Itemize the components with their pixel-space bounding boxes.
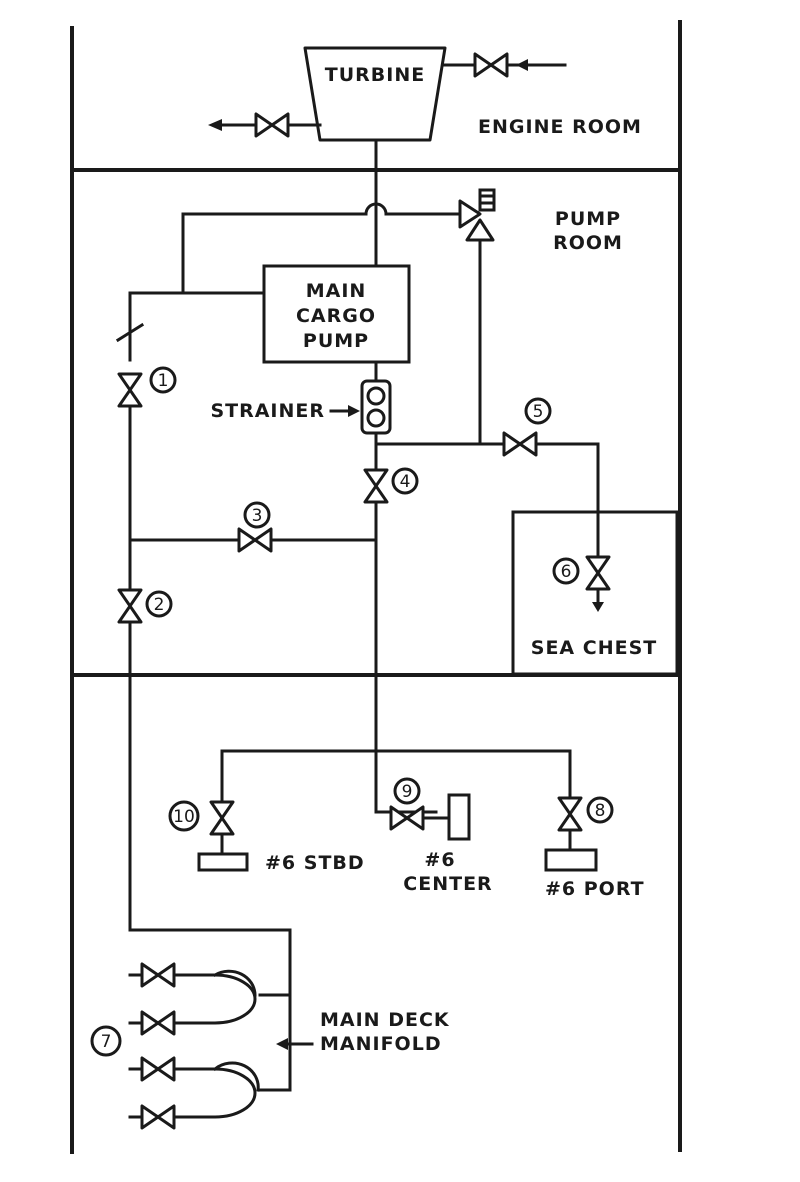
main-deck-manifold: 7 MAIN DECK MANIFOLD: [90, 928, 450, 1130]
exhaust-arrow: [208, 119, 222, 131]
svg-text:10: 10: [173, 807, 195, 827]
manifold-valve-4: [140, 1104, 176, 1130]
turbine-label: TURBINE: [325, 64, 425, 86]
cargo-tank-section: 10 #6 STBD 9 #6 CENTER 8 #6 PORT: [168, 749, 645, 900]
valve-4: [363, 468, 389, 504]
valve-2-tag: [145, 590, 173, 618]
tank-6-center-label-2: CENTER: [403, 873, 492, 895]
svg-text:5: 5: [533, 402, 544, 422]
valve-10: [209, 800, 235, 836]
manifold-valve-1: [140, 962, 176, 988]
valve-8-tag: [586, 796, 614, 824]
control-valve-actuator: [478, 188, 496, 212]
valve-7-tag: [90, 1025, 122, 1057]
valve-6-tag: [552, 557, 580, 585]
sea-chest-label: SEA CHEST: [531, 637, 657, 659]
tank-6-stbd-suction: [197, 852, 249, 872]
manifold-valve-3: [140, 1056, 176, 1082]
valve-1: [117, 372, 143, 408]
pump-room-label-2: ROOM: [553, 232, 623, 254]
valve-4-tag: [391, 467, 419, 495]
turbine: [303, 46, 447, 142]
pump-label-2: CARGO: [296, 305, 376, 327]
valve-9: [389, 805, 425, 831]
valve-2: [117, 588, 143, 624]
valve-10-tag: [168, 800, 200, 832]
pump-room: PUMP ROOM MAIN CARGO PUMP 1 STRAINER: [115, 138, 657, 932]
sea-chest-box: [511, 510, 679, 676]
svg-text:8: 8: [595, 801, 606, 821]
manifold-label-1: MAIN DECK: [320, 1009, 450, 1031]
valve-9-tag: [393, 777, 421, 805]
valve-8: [557, 796, 583, 832]
pump-label-3: PUMP: [303, 330, 369, 352]
engine-room-label: ENGINE ROOM: [478, 116, 642, 138]
valve-3-tag: [243, 501, 271, 529]
compartment-walls: [70, 20, 682, 1154]
tank-6-port-label: #6 PORT: [545, 878, 645, 900]
svg-text:7: 7: [101, 1032, 112, 1052]
tank-6-stbd-label: #6 STBD: [265, 852, 365, 874]
engine-room: TURBINE ENGINE ROOM: [208, 46, 642, 142]
control-valve: [458, 199, 482, 229]
svg-text:1: 1: [158, 371, 169, 391]
valve-5-tag: [524, 397, 552, 425]
strainer-label: STRAINER: [210, 400, 325, 422]
manifold-valve-2: [140, 1010, 176, 1036]
inlet-arrow: [516, 59, 528, 71]
svg-text:6: 6: [561, 562, 572, 582]
svg-text:4: 4: [400, 472, 411, 492]
valve-3: [237, 527, 273, 553]
pump-room-label-1: PUMP: [555, 208, 621, 230]
control-valve-lower: [465, 218, 495, 242]
main-cargo-pump: [262, 264, 411, 364]
valve-5: [502, 431, 538, 457]
manifold-label-2: MANIFOLD: [320, 1033, 442, 1055]
tank-6-center-suction: [447, 793, 471, 841]
svg-text:9: 9: [402, 782, 413, 802]
svg-text:3: 3: [252, 506, 263, 526]
exhaust-valve: [254, 112, 290, 138]
svg-text:2: 2: [154, 595, 165, 615]
tank-6-port-suction: [544, 848, 598, 872]
tank-6-center-label-1: #6: [424, 849, 455, 871]
pump-label-1: MAIN: [306, 280, 367, 302]
steam-inlet-valve: [473, 52, 509, 78]
check-valve: [115, 322, 145, 362]
valve-1-tag: [149, 366, 177, 394]
